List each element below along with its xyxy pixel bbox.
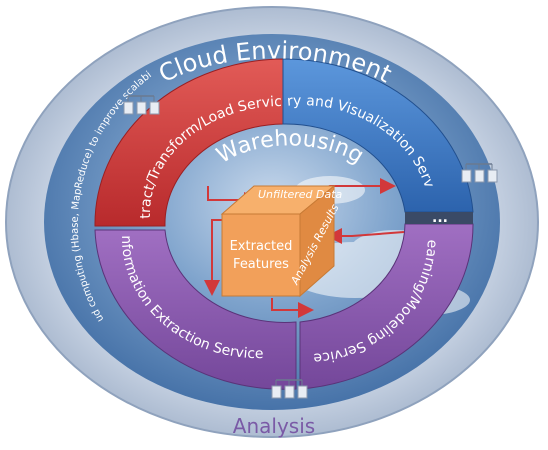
cube-front-line2: Features: [233, 257, 289, 272]
analysis-label: Analysis: [232, 414, 316, 438]
server-cluster-icon: [271, 379, 308, 399]
server-cluster-icon: [461, 163, 498, 183]
server-cluster-icon: [123, 95, 160, 115]
data-cube: [220, 184, 336, 298]
query-ring-segment: [282, 58, 474, 213]
learning-ring-segment: [299, 223, 474, 390]
cube-front-line1: Extracted: [230, 239, 293, 254]
cube-top-text: Unfiltered Data: [258, 188, 343, 201]
cube-front-face: [221, 213, 301, 297]
etl-ring-segment: [94, 58, 284, 227]
ellipsis-text: ...: [432, 210, 448, 226]
ring-gap-band: [405, 212, 473, 224]
